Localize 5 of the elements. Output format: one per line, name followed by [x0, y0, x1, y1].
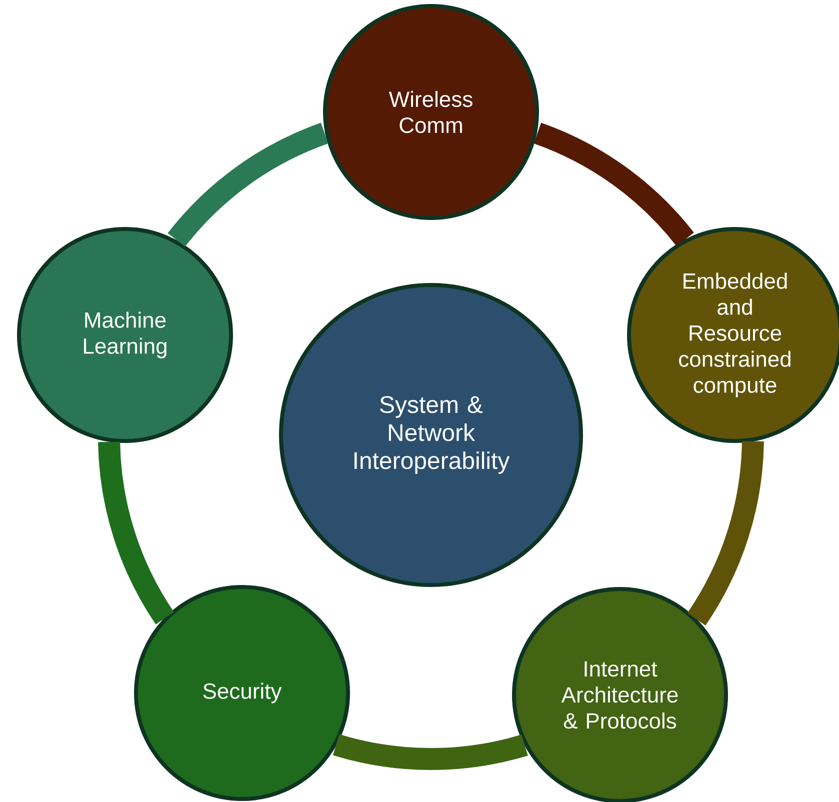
ring-arc	[168, 122, 328, 247]
ring-arc	[98, 442, 174, 624]
ring-arc	[534, 122, 694, 246]
ring-arc	[333, 734, 528, 770]
ring-arc	[687, 440, 764, 626]
